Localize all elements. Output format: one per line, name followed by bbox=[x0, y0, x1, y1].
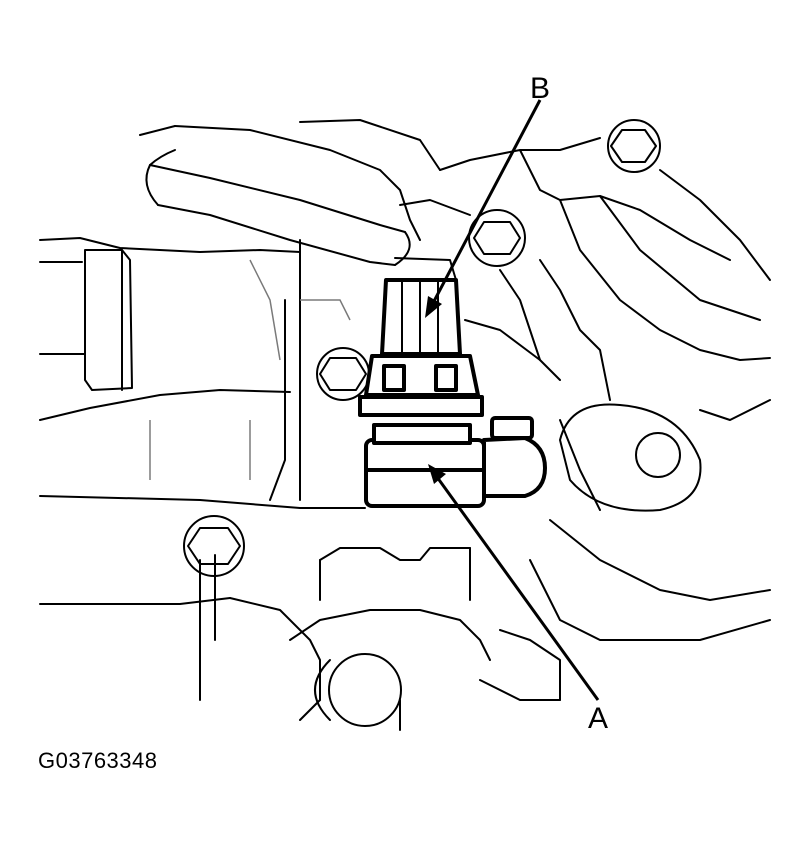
bracket-left bbox=[84, 249, 133, 391]
sensor-a bbox=[364, 416, 547, 508]
hose bbox=[145, 149, 411, 266]
arrow-a bbox=[428, 464, 600, 701]
bolt-left bbox=[316, 347, 370, 401]
bolt-upper-center bbox=[468, 209, 526, 267]
bolt-lower-left bbox=[183, 515, 245, 577]
figure-code: G03763348 bbox=[38, 748, 158, 773]
label-b: B bbox=[530, 72, 550, 105]
bolt-top-right bbox=[607, 119, 661, 173]
engine-block-outline bbox=[39, 119, 771, 731]
mounting-boss-lower bbox=[314, 653, 402, 727]
arrow-b bbox=[425, 99, 542, 318]
connector-b bbox=[358, 257, 484, 417]
label-a: A bbox=[588, 702, 608, 735]
mounting-boss-right bbox=[559, 403, 702, 512]
